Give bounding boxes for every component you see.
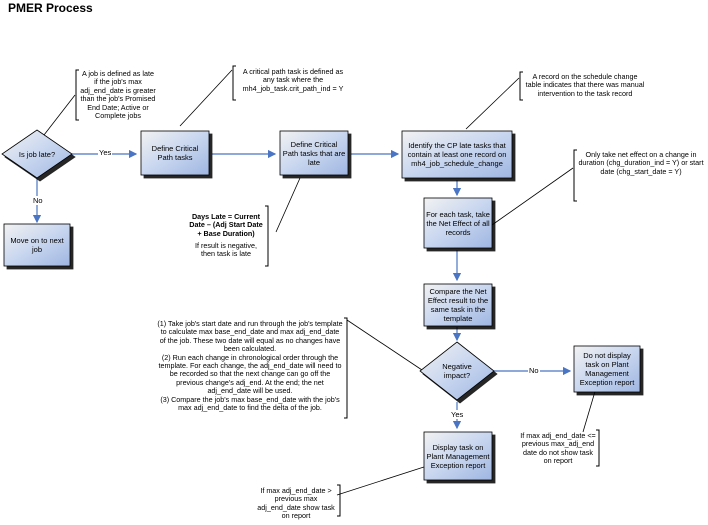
bracket-not-show	[596, 429, 600, 467]
note-connector	[346, 319, 426, 373]
note-not-show: If max adj_end_date <= previous max_adj_…	[520, 431, 596, 466]
do-not-display-label: Do not display task on Plant Management …	[579, 351, 635, 387]
net-effect-label: For each task, take the Net Effect of al…	[426, 209, 490, 237]
bracket-cp-def	[232, 65, 236, 101]
bracket-schedule-change	[519, 71, 523, 101]
note-procedure: (1) Take job's start date and run throug…	[157, 319, 343, 413]
define-cp-late-box	[279, 130, 349, 176]
is-job-late-label: Is job late?	[18, 149, 56, 159]
compare-net-effect-label: Compare the Net Effect result to the sam…	[427, 287, 489, 323]
identify-cp-late-box	[401, 130, 513, 179]
compare-net-effect-box	[423, 283, 493, 327]
move-on-box	[3, 223, 71, 267]
move-on-label: Move on to next job	[10, 236, 64, 254]
bracket-procedure	[344, 317, 348, 419]
note-connector	[336, 465, 428, 496]
edge-label-yes: Yes	[98, 148, 113, 157]
do-not-display-box	[573, 345, 641, 393]
bracket-days-late	[265, 205, 269, 267]
identify-cp-late-label: Identify the CP late tasks that contain …	[407, 141, 507, 168]
display-task-label: Display task on Plant Management Excepti…	[426, 442, 490, 470]
define-cp-late-label: Define Critical Path tasks that are late	[282, 139, 346, 167]
bracket-show	[337, 484, 341, 517]
note-show: If max adj_end_date > previous max adj_e…	[257, 486, 335, 521]
bracket-late-def	[75, 69, 79, 121]
net-effect-box	[423, 197, 493, 249]
negative-impact-diamond	[419, 341, 495, 401]
note-days-late-formula: Days Late = Current Date – (Adj Start Da…	[189, 212, 263, 238]
negative-impact-label: Negative impact?	[442, 362, 472, 380]
note-late-definition: A job is defined as late if the job's ma…	[80, 69, 156, 121]
edge-label-yes: Yes	[450, 410, 465, 419]
note-connector	[275, 177, 301, 233]
define-critical-path-box	[140, 130, 210, 176]
note-net-effect-condition: Only take net effect on a change in dura…	[578, 150, 704, 176]
display-task-box	[423, 431, 493, 481]
is-job-late-diamond	[1, 129, 73, 179]
note-connector	[179, 69, 233, 127]
define-critical-path-label: Define Critical Path tasks	[151, 144, 199, 162]
edge-label-no: No	[32, 196, 44, 205]
edge-label-no: No	[528, 366, 540, 375]
note-schedule-change: A record on the schedule change table in…	[525, 72, 645, 98]
note-connector	[43, 94, 76, 136]
note-cp-definition: A critical path task is defined as any t…	[242, 67, 344, 93]
note-connector	[465, 77, 520, 130]
note-connector	[491, 167, 574, 226]
bracket-net-effect-note	[573, 149, 577, 202]
page-title: PMER Process	[8, 1, 93, 15]
note-days-late-result: If result is negative, then task is late	[195, 241, 257, 259]
